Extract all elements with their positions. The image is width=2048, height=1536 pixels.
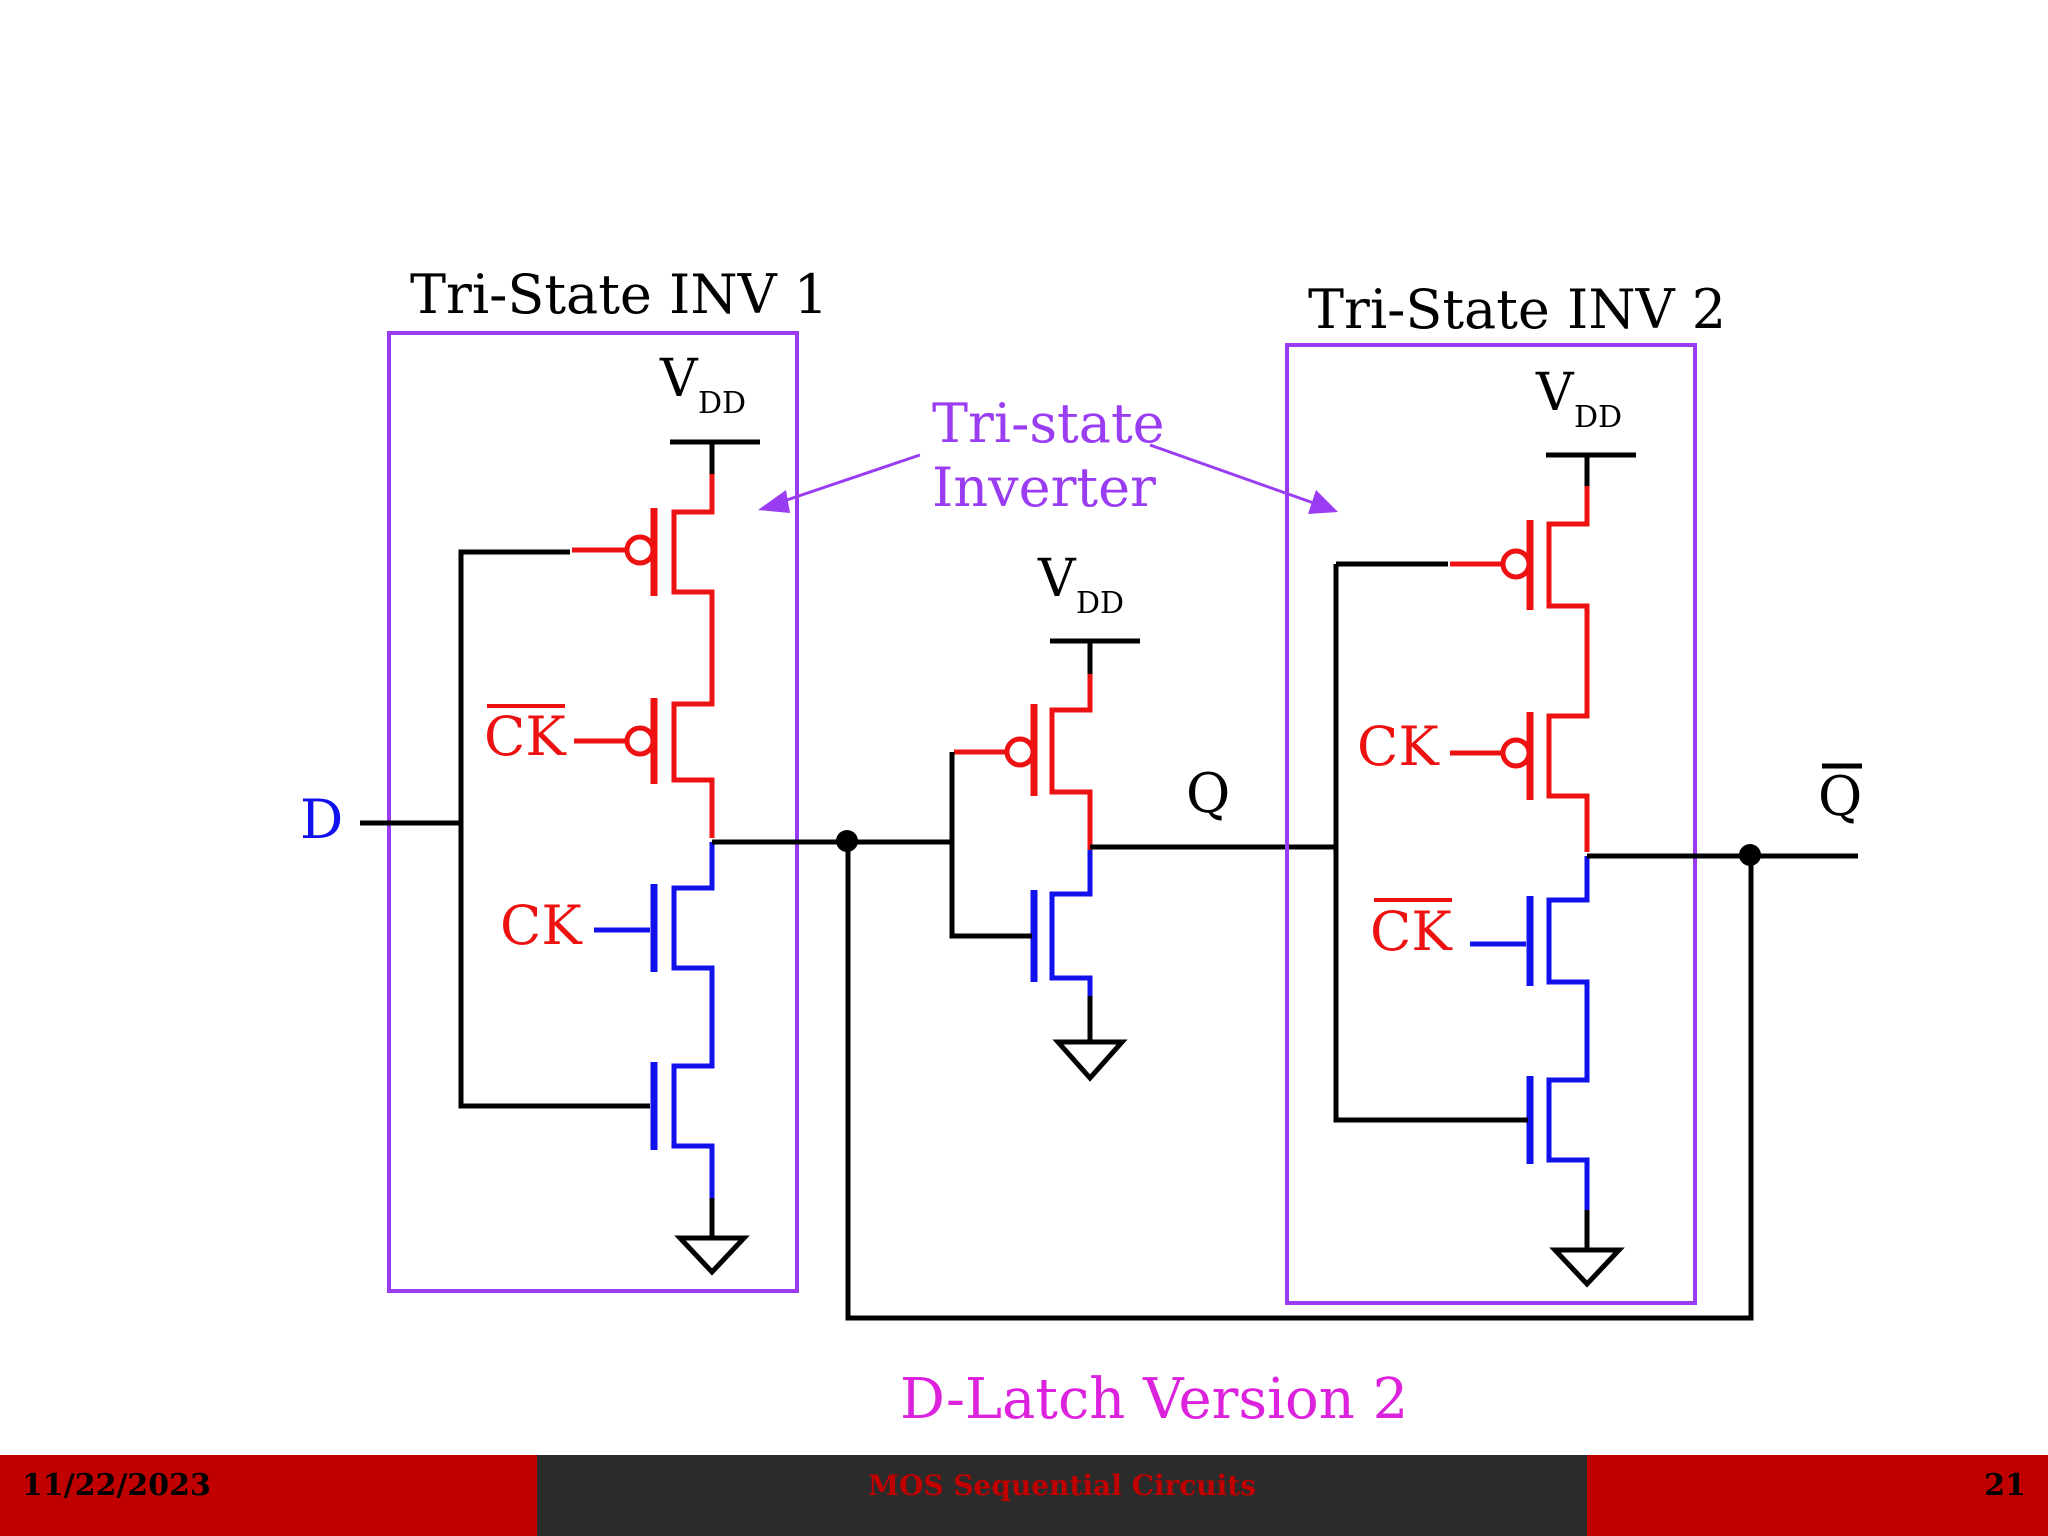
input-d-label: D (300, 788, 343, 851)
tristate-callout: Tri-state Inverter (758, 392, 1338, 519)
tristate-inv-1-label: Tri-State INV 1 (410, 263, 828, 326)
callout-line-1: Tri-state (932, 392, 1165, 455)
callout-arrow-right (1308, 490, 1338, 514)
pmos-transistor-ckbar-1 (574, 698, 715, 838)
vdd-label-2: V (1535, 363, 1575, 423)
vdd-sub-1: DD (698, 386, 746, 421)
svg-text:CK: CK (1370, 900, 1453, 963)
slide-footer: 11/22/2023 MOS Sequential Circuits 21 (0, 1455, 2048, 1536)
vdd-symbol-1: V DD (659, 349, 760, 474)
tristate-inv-2-box (1285, 343, 1697, 1305)
ckbar-label-1: CK (484, 704, 567, 768)
pmos-transistor-mid (954, 674, 1093, 850)
vdd-label-1: V (659, 349, 699, 409)
d-latch-schematic: Tri-State INV 1 V DD (300, 263, 1862, 1432)
footer-date: 11/22/2023 (0, 1455, 537, 1536)
pmos-transistor-d-1 (572, 474, 715, 700)
ground-symbol-2 (1549, 1210, 1625, 1288)
nmos-transistor-mid (1030, 850, 1093, 996)
q-label: Q (1186, 762, 1230, 825)
node-dot-q-bar-internal (836, 830, 858, 852)
svg-text:CK: CK (484, 705, 567, 768)
footer-title: MOS Sequential Circuits (537, 1455, 1587, 1536)
ground-symbol-mid (1052, 1039, 1128, 1082)
ckbar-label-2: CK (1370, 898, 1453, 963)
feedback-wire (845, 842, 1754, 1321)
vdd-sub-2: DD (1574, 400, 1622, 435)
ground-symbol-1 (674, 1198, 750, 1276)
tristate-inv-1: Tri-State INV 1 V DD (300, 263, 828, 1293)
svg-text:Q: Q (1818, 765, 1862, 828)
pmos-transistor-d-2 (1450, 486, 1590, 710)
ck-label-1: CK (500, 894, 583, 957)
callout-line-2: Inverter (932, 456, 1156, 519)
footer-page-number: 21 (1587, 1455, 2048, 1536)
cmos-inverter: V DD (948, 549, 1140, 1082)
nmos-transistor-q-2 (1526, 1076, 1590, 1210)
pmos-transistor-ck-2 (1450, 710, 1590, 852)
nmos-transistor-d-1 (650, 1060, 715, 1198)
tristate-inv-2-label: Tri-State INV 2 (1308, 278, 1726, 341)
vdd-symbol-2: V DD (1535, 363, 1636, 486)
callout-arrow-left (758, 490, 790, 513)
tristate-inv-1-box (387, 331, 799, 1293)
diagram-caption: D-Latch Version 2 (900, 1367, 1408, 1432)
vdd-sub-mid: DD (1076, 586, 1124, 621)
ck-label-2: CK (1357, 715, 1440, 778)
vdd-label-mid: V (1037, 549, 1077, 609)
tristate-inv-2: Tri-State INV 2 V DD (1285, 278, 1726, 1305)
qbar-label: Q (1818, 763, 1862, 828)
node-dot-qbar (1739, 844, 1761, 866)
nmos-transistor-ck-1 (594, 842, 715, 1060)
nmos-transistor-ckbar-2 (1470, 856, 1590, 1076)
